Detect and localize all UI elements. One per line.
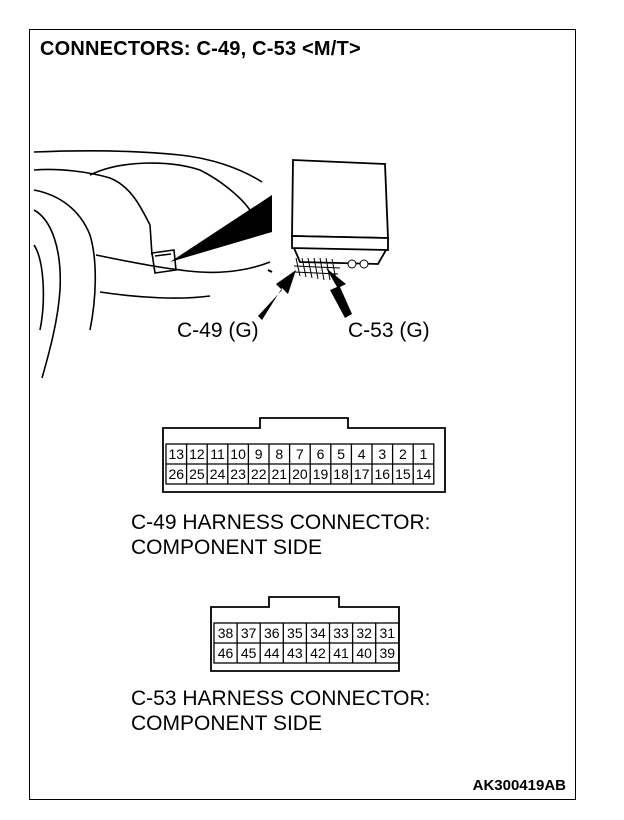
c49-pin-24: 24: [210, 466, 226, 482]
c49-pin-13: 13: [169, 446, 185, 462]
ecu-module: [291, 159, 389, 265]
c53-pin-45: 45: [241, 645, 257, 661]
c53-arrow: [326, 268, 352, 318]
c53-pin-42: 42: [310, 645, 326, 661]
c49-pin-20: 20: [292, 466, 308, 482]
c49-arrow: [258, 270, 296, 320]
diagram-frame: [29, 29, 576, 800]
dashboard-drawing: [33, 149, 271, 379]
c53-caption: C-53 HARNESS CONNECTOR: COMPONENT SIDE: [131, 686, 431, 736]
c53-caption-line2: COMPONENT SIDE: [131, 712, 322, 735]
c53-pin-39: 39: [379, 645, 395, 661]
c49-pin-8: 8: [275, 446, 283, 462]
c53-pin-46: 46: [218, 645, 234, 661]
c49-pin-6: 6: [317, 446, 325, 462]
c49-pin-5: 5: [337, 446, 345, 462]
c53-pin-35: 35: [287, 625, 303, 641]
c49-caption-line2: COMPONENT SIDE: [131, 536, 322, 559]
c49-pin-21: 21: [272, 466, 288, 482]
c49-caption: C-49 HARNESS CONNECTOR: COMPONENT SIDE: [131, 510, 431, 560]
c49-pin-9: 9: [255, 446, 263, 462]
c49-pin-26: 26: [169, 466, 185, 482]
connector-hatching: [293, 257, 369, 281]
c53-pin-40: 40: [356, 645, 372, 661]
c53-pin-38: 38: [218, 625, 234, 641]
c53-pin-37: 37: [241, 625, 257, 641]
c49-caption-line1: C-49 HARNESS CONNECTOR:: [131, 511, 431, 534]
c49-pin-12: 12: [189, 446, 205, 462]
c49-pin-18: 18: [333, 466, 349, 482]
c53-pin-33: 33: [333, 625, 349, 641]
c53-connector-grid: [213, 622, 400, 664]
c49-pin-1: 1: [420, 446, 428, 462]
c49-pin-3: 3: [378, 446, 386, 462]
figure-code: AK300419AB: [472, 777, 566, 794]
c49-connector-grid: [165, 443, 435, 485]
c49-pin-2: 2: [399, 446, 407, 462]
c53-pin-44: 44: [264, 645, 280, 661]
c53-pin-41: 41: [333, 645, 349, 661]
c49-pin-25: 25: [189, 466, 205, 482]
c53-callout-label: C-53 (G): [348, 319, 430, 342]
c49-pin-17: 17: [354, 466, 370, 482]
c53-pin-32: 32: [356, 625, 372, 641]
c49-pin-11: 11: [210, 446, 225, 462]
diagram-title: CONNECTORS: C-49, C-53 <M/T>: [40, 38, 361, 60]
c49-pin-23: 23: [230, 466, 246, 482]
c49-pin-15: 15: [395, 466, 411, 482]
leader-wedge: [170, 195, 272, 262]
c49-pin-14: 14: [416, 466, 432, 482]
c53-pin-36: 36: [264, 625, 280, 641]
c53-pin-34: 34: [310, 625, 326, 641]
c49-callout-label: C-49 (G): [177, 319, 259, 342]
c53-pin-31: 31: [379, 625, 395, 641]
c49-pin-4: 4: [358, 446, 366, 462]
c49-pin-19: 19: [313, 466, 329, 482]
c53-caption-line1: C-53 HARNESS CONNECTOR:: [131, 687, 431, 710]
c49-pin-16: 16: [375, 466, 391, 482]
c49-pin-10: 10: [230, 446, 246, 462]
c53-pin-43: 43: [287, 645, 303, 661]
c49-connector-body: [162, 417, 446, 493]
c49-pin-22: 22: [251, 466, 267, 482]
c49-pin-7: 7: [296, 446, 304, 462]
